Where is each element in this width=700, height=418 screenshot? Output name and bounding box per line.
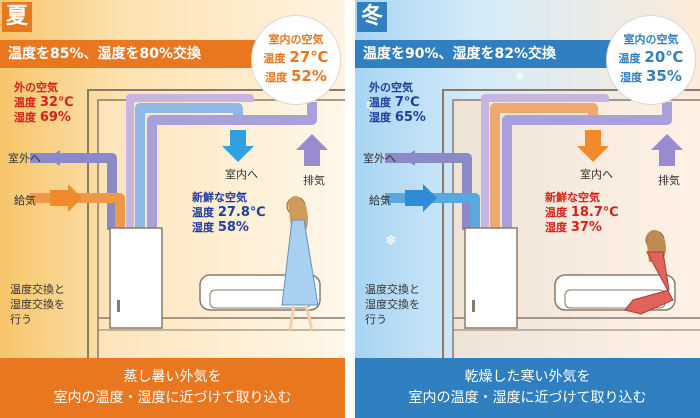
room-supply-duct (490, 103, 598, 230)
winter-panel: ❄ ❄ ❄ 冬 温度を90%、湿度を82%交換 室内の空気 温度 20℃ 湿度 … (355, 0, 700, 418)
winter-indoor-bubble: 室内の空気 温度 20℃ 湿度 35% (607, 16, 695, 104)
outdoor-hum: 69% (39, 110, 71, 125)
fresh-temp-label: 温度 (545, 206, 567, 219)
to-room-label: 室内へ (225, 168, 258, 181)
fresh-temp: 18.7℃ (570, 205, 619, 220)
indoor-temp-label: 温度 (618, 52, 641, 65)
outdoor-title: 外の空気 (369, 81, 413, 94)
fresh-title: 新鮮な空気 (192, 191, 247, 204)
unit-note: 温度交換と 湿度交換を 行う (365, 282, 420, 327)
fresh-temp-label: 温度 (192, 206, 214, 219)
unit-note: 温度交換と 湿度交換を 行う (10, 282, 65, 327)
indoor-hum: 35% (645, 67, 682, 85)
fresh-hum: 37% (570, 220, 602, 235)
winter-outdoor-air: 外の空気 温度 7℃ 湿度 65% (369, 80, 426, 125)
footer-line-2: 室内の温度・湿度に近づけて取り込む (408, 390, 647, 406)
room-exhaust-duct (502, 102, 672, 230)
winter-badge: 冬 (357, 2, 387, 32)
unit-note-line-2: 湿度交換を (10, 298, 65, 311)
house-inner-wall (452, 99, 700, 358)
to-outside-arrow (48, 150, 82, 166)
fresh-hum: 58% (217, 220, 249, 235)
ventilation-unit (109, 227, 163, 329)
woman-dress (624, 251, 674, 315)
snowflake-icon: ❄ (515, 69, 525, 83)
exhaust-arrow (296, 134, 328, 166)
outdoor-hum-label: 湿度 (369, 111, 391, 124)
woman-leg-2 (304, 304, 314, 331)
snowflake-icon: ❄ (365, 98, 377, 114)
unit-handle (472, 300, 475, 312)
supply-label: 給気 (369, 194, 391, 207)
fresh-title: 新鮮な空気 (545, 191, 600, 204)
to-outside-label: 室外へ (8, 152, 41, 165)
outdoor-hum: 65% (394, 110, 426, 125)
summer-footer: 蒸し暑い外気を 室内の温度・湿度に近づけて取り込む (0, 358, 345, 418)
unit-note-line-1: 温度交換と (10, 283, 65, 296)
ventilation-unit (464, 227, 518, 329)
indoor-title: 室内の空気 (623, 33, 679, 46)
indoor-temp: 20℃ (644, 48, 684, 66)
room-exhaust-duct (147, 102, 317, 230)
to-room-label: 室内へ (580, 168, 613, 181)
unit-handle (117, 300, 120, 312)
indoor-hum: 52% (290, 67, 327, 85)
outdoor-temp: 7℃ (394, 95, 420, 110)
summer-headline: 温度を85%、湿度を80%交換 (0, 40, 300, 68)
summer-panel: 夏 温度を85%、湿度を80%交換 室内の空気 温度 27℃ 湿度 52% 外の… (0, 0, 345, 418)
snowflake-icon: ❄ (385, 233, 397, 249)
indoor-temp-label: 温度 (263, 52, 286, 65)
to-outside-label: 室外へ (363, 152, 396, 165)
outdoor-temp-label: 温度 (14, 96, 36, 109)
unit-note-line-3: 行う (10, 313, 32, 326)
house-inner-wall (97, 99, 345, 358)
unit-note-line-2: 湿度交換を (365, 298, 420, 311)
exhaust-arrow (651, 134, 683, 166)
outdoor-hum-label: 湿度 (14, 111, 36, 124)
fresh-hum-label: 湿度 (192, 221, 214, 234)
unit-note-line-1: 温度交換と (365, 283, 420, 296)
woman-leg (288, 304, 296, 331)
outdoor-temp-label: 温度 (369, 96, 391, 109)
house-outer-wall (442, 89, 700, 358)
summer-badge: 夏 (2, 2, 32, 32)
winter-footer: 乾燥した寒い外気を 室内の温度・湿度に近づけて取り込む (355, 358, 700, 418)
winter-headline: 温度を90%、湿度を82%交換 (355, 40, 655, 68)
summer-indoor-bubble: 室内の空気 温度 27℃ 湿度 52% (252, 16, 340, 104)
indoor-title: 室内の空気 (268, 33, 324, 46)
outdoor-temp: 32℃ (39, 95, 74, 110)
to-room-arrow (577, 130, 609, 162)
supply-arrow (405, 184, 437, 212)
indoor-hum-label: 湿度 (620, 71, 643, 84)
footer-line-1: 乾燥した寒い外気を (464, 369, 591, 385)
indoor-hum-label: 湿度 (265, 71, 288, 84)
fresh-hum-label: 湿度 (545, 221, 567, 234)
footer-line-2: 室内の温度・湿度に近づけて取り込む (53, 390, 292, 406)
supply-arrow (50, 184, 82, 212)
supply-label: 給気 (14, 194, 36, 207)
to-room-arrow (222, 130, 254, 162)
upper-duct (126, 94, 254, 230)
house-outer-wall (87, 89, 345, 358)
unit-note-line-3: 行う (365, 313, 387, 326)
upper-duct (481, 94, 609, 230)
fresh-temp: 27.8℃ (217, 205, 266, 220)
footer-line-1: 蒸し暑い外気を (123, 369, 222, 385)
outdoor-title: 外の空気 (14, 81, 58, 94)
woman-dress (281, 219, 319, 306)
summer-outdoor-air: 外の空気 温度 32℃ 湿度 69% (14, 80, 74, 125)
summer-fresh-air: 新鮮な空気 温度 27.8℃ 湿度 58% (192, 190, 266, 235)
indoor-temp: 27℃ (289, 48, 329, 66)
exhaust-label: 排気 (658, 174, 680, 187)
winter-fresh-air: 新鮮な空気 温度 18.7℃ 湿度 37% (545, 190, 619, 235)
exhaust-label: 排気 (303, 174, 325, 187)
to-outside-arrow (403, 150, 437, 166)
room-supply-duct (135, 103, 243, 230)
